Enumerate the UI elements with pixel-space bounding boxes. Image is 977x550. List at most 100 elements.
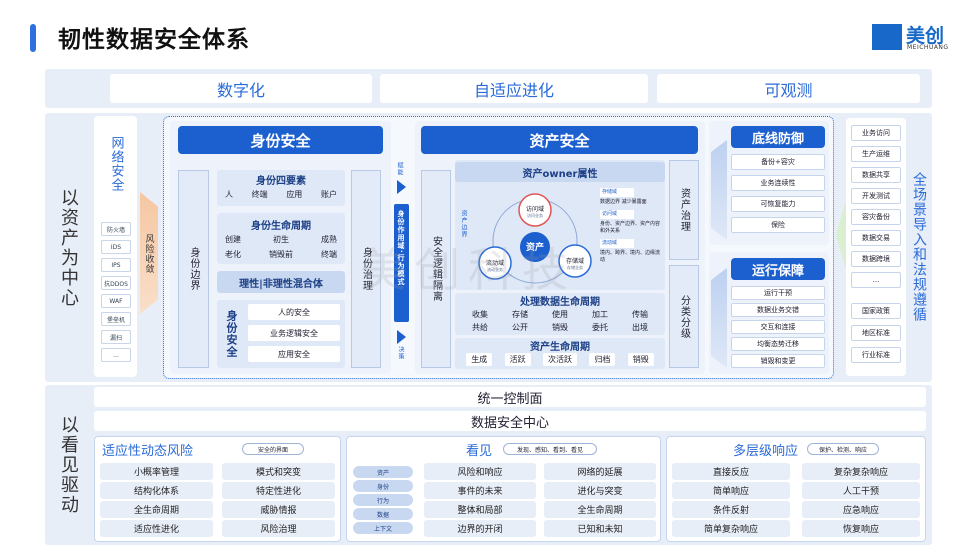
company-logo: 美创 MEICHUANG: [872, 20, 967, 54]
baseline-item: 可恢复能力: [731, 196, 825, 212]
domains-diagram: [478, 193, 592, 284]
grid-cell: 网络的延展: [544, 463, 656, 480]
logo-mark-icon: [872, 24, 902, 50]
grid-cell: 整体和局部: [424, 501, 536, 518]
network-item: 抗DDOS: [101, 276, 131, 290]
process-lifecycle-title: 处理数据生命周期: [520, 297, 600, 308]
operation-item: 运行干预: [731, 286, 825, 300]
asset-center-label: 以资产为中心: [58, 187, 79, 308]
domain-notes: 存储域 数据边界 减少暴露面 访问域 身份、资产边界、资产内容和外关系 流动域 …: [600, 188, 664, 264]
operation-arrow: [711, 268, 727, 368]
adaptive-risk-title: 适应性动态风险: [102, 444, 194, 459]
multi-response-grid: 直接反应复杂复杂响应简单响应人工干预条件反射应急响应简单复杂响应恢复响应: [672, 463, 920, 539]
identity-security-item: 应用安全: [248, 346, 340, 362]
page-title: 韧性数据安全体系: [58, 27, 250, 53]
grid-cell: 全生命周期: [544, 501, 656, 518]
law-item: 行业标准: [851, 347, 901, 363]
asset-lifecycle-item: 销毁: [627, 353, 654, 366]
identity-boundary-box: 身份边界: [178, 170, 209, 368]
seeing-left-item: 上下文: [353, 522, 413, 534]
asset-core-circle: [520, 232, 550, 262]
watermark-text: 美创科技: [360, 243, 576, 297]
four-elements-title: 身份四要素: [256, 175, 306, 187]
four-element-item: 人: [225, 190, 233, 199]
data-security-center: 数据安全中心: [94, 411, 926, 431]
grid-row: 简单复杂响应恢复响应: [672, 520, 920, 537]
storage-domain-circle: [558, 244, 592, 278]
asset-governance-box: 资产治理: [669, 160, 699, 260]
adaptive-risk-tag: 安全的界面: [242, 443, 304, 455]
identity-security-item: 人的安全: [248, 304, 340, 320]
grid-cell: 已知和未知: [544, 520, 656, 537]
scenario-item: 开发测试: [851, 188, 901, 204]
flow-note-title: 流动域: [600, 239, 634, 248]
lifecycle-item: 销毁前: [269, 250, 293, 259]
multi-response-title: 多层级响应: [733, 444, 799, 459]
classification-box: 分类分级: [669, 265, 699, 368]
scenario-arrow: [836, 200, 846, 270]
identity-lifecycle-box: [217, 213, 345, 264]
scenario-label-box: 全场景导入和法规遵循: [906, 118, 932, 376]
identity-governance-label: 身份治理: [360, 247, 372, 291]
tab-digitalization: 数字化: [110, 74, 372, 103]
access-note: 身份、资产边界、资产内容和外关系: [600, 221, 661, 234]
operation-item: 交互和连接: [731, 320, 825, 334]
lifecycle-item: 终端: [321, 250, 337, 259]
asset-lifecycle-title: 资产生命周期: [530, 342, 590, 353]
scenario-item: 容灾备份: [851, 209, 901, 225]
logic-isolation-box: 安全逻辑隔离: [421, 170, 451, 368]
identity-security-items: 人的安全业务逻辑安全应用安全: [248, 304, 340, 367]
grid-cell: 适应性进化: [100, 520, 213, 537]
law-item: 国家政策: [851, 303, 901, 319]
identity-lifecycle-row1: 创建初生成熟: [222, 234, 340, 245]
law-items: 国家政策地区标准行业标准: [851, 303, 901, 369]
grid-cell: 模式和突变: [222, 463, 335, 480]
logo-subtext: MEICHUANG: [907, 44, 949, 51]
baseline-defense-header: 底线防御: [731, 126, 825, 148]
grid-cell: 复杂复杂响应: [802, 463, 920, 480]
adaptive-risk-grid: 小概率管理模式和突变结构化体系特定性进化全生命周期威胁情报适应性进化风险治理: [100, 463, 335, 539]
seeing-left-items: 资产身份行为数据上下文: [353, 466, 413, 536]
operation-item: 销毁和变更: [731, 354, 825, 368]
storage-domain-label: 存储域: [565, 258, 584, 265]
baseline-item: 备份+容灾: [731, 154, 825, 170]
middle-connector: 赋能 身份作用域·行为模式 决策: [393, 162, 413, 370]
grid-cell: 进化与突变: [544, 482, 656, 499]
asset-lifecycle-items: 生成活跃次活跃归档销毁: [460, 353, 660, 366]
asset-security-header: 资产安全: [421, 126, 698, 154]
access-domain-label: 访问域: [525, 206, 544, 213]
grid-cell: 风险治理: [222, 520, 335, 537]
seeing-left-item: 数据: [353, 508, 413, 520]
grid-row: 直接反应复杂复杂响应: [672, 463, 920, 480]
identity-lifecycle-row2: 老化 销毁前 终端: [222, 249, 340, 260]
law-item: 地区标准: [851, 325, 901, 341]
seeing-driven-label: 以看见驱动: [58, 415, 79, 515]
network-item: 防火墙: [101, 222, 131, 236]
grid-cell: 特定性进化: [222, 482, 335, 499]
storage-note: 数据边界 减少暴露面: [600, 199, 647, 205]
process-item: 传输: [632, 310, 648, 319]
network-item: WAF: [101, 294, 131, 308]
process-item: 共给: [472, 323, 488, 332]
lifecycle-item: 老化: [225, 250, 241, 259]
four-element-item: 账户: [320, 190, 337, 199]
storage-domain-sub: 存储业务: [567, 265, 583, 270]
network-security-label: 网络安全: [108, 136, 124, 192]
mixed-rational-box: 理性|非理性混合体: [217, 271, 345, 293]
classification-label: 分类分级: [678, 294, 690, 339]
baseline-item: 保险: [731, 217, 825, 233]
process-row2: 共给公开销毁委托出境: [460, 322, 660, 333]
logo-text: 美创: [906, 25, 945, 47]
grid-cell: 人工干预: [802, 482, 920, 499]
identity-security-item: 业务逻辑安全: [248, 325, 340, 341]
identity-lifecycle-title: 身份生命周期: [251, 220, 311, 232]
scenario-item: 数据共享: [851, 167, 901, 183]
behavior-pattern-label: 身份作用域·行为模式: [397, 210, 405, 286]
four-elements-box: [217, 170, 345, 206]
grid-cell: 结构化体系: [100, 482, 213, 499]
flow-domain-sub: 流动业务: [487, 267, 503, 272]
risk-convergence-label: 风险收敛: [143, 234, 154, 274]
four-element-item: 终端: [251, 190, 268, 199]
grid-cell: 小概率管理: [100, 463, 213, 480]
seeing-driven-label-box: 以看见驱动: [48, 385, 88, 545]
